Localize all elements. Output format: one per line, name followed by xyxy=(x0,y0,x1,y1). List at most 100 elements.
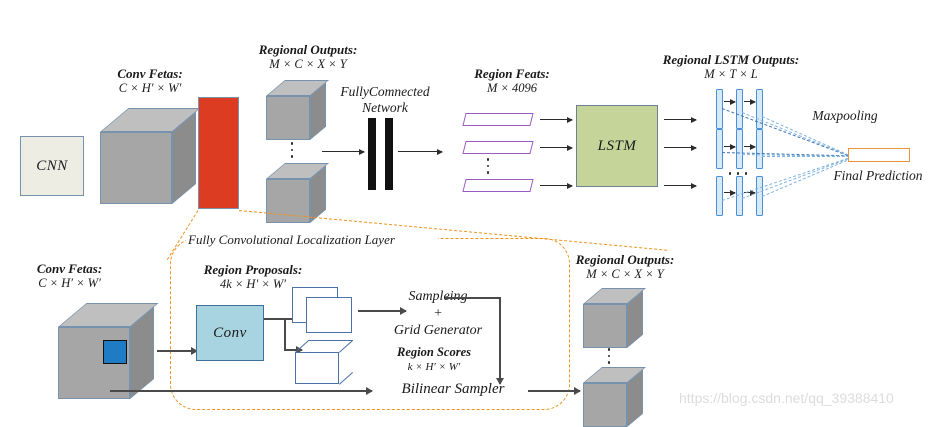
region-proposal-rect-front xyxy=(306,297,352,333)
region-feats-ellipsis xyxy=(486,158,490,174)
arrow-proposals-to-sampling xyxy=(358,310,406,312)
arrow-cubes-to-fc xyxy=(322,151,364,153)
maxpool-line-2c xyxy=(762,156,855,157)
wireframe-edge-right xyxy=(339,371,354,386)
region-feats-title: Region Feats: xyxy=(474,66,550,81)
lstm-out-2-step-3 xyxy=(756,129,763,169)
conv-box: Conv xyxy=(196,305,264,361)
conv-feats-title-bottom: Conv Fetas: xyxy=(36,261,103,276)
cube-front-face xyxy=(583,304,627,348)
cube-front-face xyxy=(583,383,627,427)
arrow-cube-to-conv xyxy=(157,350,197,352)
watermark: https://blog.csdn.net/qq_39388410 xyxy=(679,390,894,406)
arrow-region-feat-2-to-lstm xyxy=(540,147,572,149)
sampling-plus-sign: + xyxy=(433,306,443,321)
conv-feats-title-top: Conv Fetas: xyxy=(117,66,183,81)
regional-outputs-label-top: Regional Outputs: M × C × X × Y xyxy=(243,42,373,72)
localization-layer-title-text: Fully Convolutional Localization Layer xyxy=(188,232,395,247)
arrow-features-to-bilinear-sampler xyxy=(110,390,372,392)
regional-outputs-ellipsis-top xyxy=(290,142,294,158)
maxpooling-label-text: Maxpooling xyxy=(812,108,878,123)
arrow-lstm-to-out-2 xyxy=(664,147,696,149)
region-proposals-dims: 4k × H′ × W′ xyxy=(219,277,287,291)
region-scores-label: Region Scores k × H′ × W′ xyxy=(373,345,495,375)
conv-feats-dims-top: C × H′ × W′ xyxy=(118,81,182,95)
lstm-out-1-step-2 xyxy=(736,89,743,129)
region-proposals-label: Region Proposals: 4k × H′ × W′ xyxy=(188,262,318,292)
arrow-region-feat-3-to-lstm xyxy=(540,185,572,187)
arrow-fc-to-region-feats xyxy=(398,151,442,153)
final-prediction-label-text: Final Prediction xyxy=(833,168,923,183)
region-scores-wireframe-cube xyxy=(295,339,354,386)
region-feat-bar-2 xyxy=(462,141,534,154)
conv-output-line xyxy=(264,318,286,320)
arrow-lstm-out-2-b xyxy=(744,146,755,148)
region-scores-title: Region Scores xyxy=(397,345,471,359)
cnn-box: CNN xyxy=(20,136,84,196)
cube-front-face xyxy=(266,96,310,140)
wireframe-edge-top-right xyxy=(339,339,354,354)
conv-feats-dims-bottom: C × H′ × W′ xyxy=(38,276,101,290)
localization-boundary-gap-mask xyxy=(186,232,438,246)
regional-outputs-dims-top: M × C × X × Y xyxy=(269,57,347,71)
sampling-to-bilinear-connector xyxy=(499,297,501,384)
region-scores-dims: k × H′ × W′ xyxy=(407,361,461,373)
final-prediction-bar xyxy=(848,148,910,162)
fc-network-label-line1: FullyComnected xyxy=(340,84,430,99)
regional-outputs-title-bottom: Regional Outputs: xyxy=(575,252,675,267)
fc-layer-bar-2 xyxy=(385,118,393,190)
final-prediction-label: Final Prediction xyxy=(820,168,936,184)
lstm-outputs-ellipsis xyxy=(729,172,747,175)
lstm-out-3-step-3 xyxy=(756,176,763,216)
lstm-out-2-step-1 xyxy=(716,129,723,169)
cube-front-face xyxy=(100,132,172,204)
localization-layer-title: Fully Convolutional Localization Layer xyxy=(188,232,438,248)
region-proposals-title: Region Proposals: xyxy=(203,262,303,277)
regional-outputs-title-top: Regional Outputs: xyxy=(258,42,358,57)
region-feats-label: Region Feats: M × 4096 xyxy=(452,66,572,96)
arrow-bilinear-to-regional-outputs xyxy=(528,390,580,392)
regional-lstm-outputs-dims: M × T × L xyxy=(704,67,758,81)
lstm-out-3-step-1 xyxy=(716,176,723,216)
arrow-lstm-out-3-a xyxy=(724,192,735,194)
conv-output-split xyxy=(284,318,286,350)
cnn-box-label: CNN xyxy=(36,157,68,174)
wireframe-front-face xyxy=(295,352,339,384)
fc-network-label-line2: Network xyxy=(362,100,408,115)
bilinear-sampler-label: Bilinear Sampler xyxy=(378,381,528,398)
regional-output-cube-bottom-2 xyxy=(583,367,647,427)
regional-lstm-outputs-title: Regional LSTM Outputs: xyxy=(662,52,800,67)
conv-feats-label-top: Conv Fetas: C × H′ × W′ xyxy=(95,66,205,96)
region-feats-dims: M × 4096 xyxy=(486,81,538,95)
arrow-lstm-out-1-b xyxy=(744,101,755,103)
maxpooling-label: Maxpooling xyxy=(798,108,892,124)
lstm-out-1-step-3 xyxy=(756,89,763,129)
sampling-output-line xyxy=(445,297,501,299)
arrow-region-feat-1-to-lstm xyxy=(540,119,572,121)
region-feat-bar-3 xyxy=(462,179,534,192)
conv-feats-cube-top xyxy=(100,108,201,204)
red-feature-bar xyxy=(198,97,239,209)
sampling-grid-generator-label: Sampleing + Grid Generator xyxy=(372,288,504,339)
lstm-out-1-step-1 xyxy=(716,89,723,129)
arrow-lstm-out-1-a xyxy=(724,101,735,103)
region-feat-bar-1 xyxy=(462,113,534,126)
watermark-text: https://blog.csdn.net/qq_39388410 xyxy=(679,390,894,406)
regional-output-cube-1 xyxy=(266,80,330,140)
lstm-box: LSTM xyxy=(576,105,658,187)
regional-outputs-label-bottom: Regional Outputs: M × C × X × Y xyxy=(559,252,691,282)
fc-network-label: FullyComnected Network xyxy=(329,84,441,116)
wireframe-edge-back-top xyxy=(308,340,353,342)
arrow-lstm-out-3-b xyxy=(744,192,755,194)
lstm-out-2-step-2 xyxy=(736,129,743,169)
lstm-box-label: LSTM xyxy=(597,137,637,154)
conv-feats-label-bottom: Conv Fetas: C × H′ × W′ xyxy=(12,261,127,291)
arrow-conv-to-scores xyxy=(284,349,302,351)
arrow-lstm-to-out-1 xyxy=(664,119,696,121)
regional-lstm-outputs-label: Regional LSTM Outputs: M × T × L xyxy=(655,52,807,82)
lstm-out-3-step-2 xyxy=(736,176,743,216)
regional-outputs-ellipsis-bottom xyxy=(607,348,611,364)
arrow-lstm-out-2-a xyxy=(724,146,735,148)
conv-box-label: Conv xyxy=(213,324,247,341)
